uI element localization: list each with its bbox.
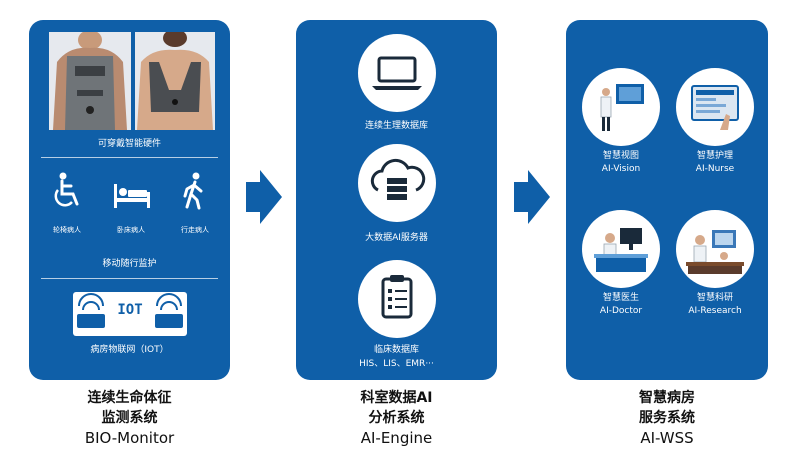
laptop-icon: [358, 34, 436, 112]
caption-line: 科室数据AI: [360, 390, 433, 406]
ai-engine-panel: 连续生理数据库 大数据AI服务器 临床数据库 HIS、LIS、EMR···: [296, 20, 497, 380]
caption-bio-monitor: 连续生命体征 监测系统 BIO-Monitor: [29, 388, 230, 448]
patient-label-bed: 卧床病人: [117, 226, 145, 234]
bio-monitor-panel: 可穿戴智能硬件 轮椅病人 卧床病人 行走病人 移动随行监护: [29, 20, 230, 380]
ai-wss-panel: 智慧视图 AI-Vision 智慧护理 AI-Nurse 智慧医生 AI-Doc…: [566, 20, 768, 380]
caption-ai-wss: 智慧病房 服务系统 AI-WSS: [566, 388, 768, 448]
cloud-server-icon: [358, 144, 436, 222]
caption-english: BIO-Monitor: [84, 429, 175, 447]
his-lis-emr-label: HIS、LIS、EMR···: [359, 359, 434, 369]
wss-item-en: AI-Nurse: [695, 164, 735, 174]
patient-label-wheelchair: 轮椅病人: [53, 226, 81, 234]
walking-person-icon: [179, 172, 209, 210]
clipboard-checklist-icon: [358, 260, 436, 338]
engine-item-label: 连续生理数据库: [364, 121, 428, 131]
iot-label: 病房物联网（IOT）: [90, 345, 169, 355]
caption-line: 智慧病房: [639, 390, 695, 406]
engine-item-label: 临床数据库: [373, 345, 419, 355]
wss-item-en: AI-Doctor: [599, 306, 643, 316]
wss-item-cn: 智慧护理: [696, 151, 733, 161]
wss-item-cn: 智慧科研: [696, 293, 733, 303]
research-lab-icon: [676, 210, 754, 288]
divider: [41, 278, 218, 279]
iot-device-panel: IOT: [73, 292, 187, 336]
caption-line: 分析系统: [368, 410, 425, 426]
wss-item-cn: 智慧视图: [602, 151, 639, 161]
doctor-desk-icon: [582, 210, 660, 288]
vest-photo-left: [49, 32, 131, 130]
wss-item-en: AI-Vision: [601, 164, 641, 174]
hardware-label: 可穿戴智能硬件: [97, 139, 161, 149]
caption-english: AI-Engine: [360, 429, 433, 447]
caption-ai-engine: 科室数据AI 分析系统 AI-Engine: [296, 388, 497, 448]
flow-arrow-icon: [514, 170, 550, 224]
mobile-monitor-label: 移动随行监护: [102, 259, 157, 269]
flow-arrow-icon: [246, 170, 282, 224]
caption-line: 连续生命体征: [87, 390, 172, 406]
iot-badge: IOT: [117, 302, 143, 318]
vision-presentation-icon: [582, 68, 660, 146]
nurse-screen-icon: [676, 68, 754, 146]
bed-icon: [112, 180, 152, 210]
caption-english: AI-WSS: [640, 429, 694, 447]
vest-photo-right: [135, 32, 215, 130]
caption-line: 服务系统: [639, 410, 695, 426]
wss-item-cn: 智慧医生: [602, 293, 639, 303]
wss-item-en: AI-Research: [688, 306, 742, 316]
caption-line: 监测系统: [101, 410, 158, 426]
engine-item-label: 大数据AI服务器: [365, 233, 428, 243]
patient-label-walking: 行走病人: [181, 226, 209, 234]
divider: [41, 157, 218, 158]
wheelchair-icon: [51, 172, 83, 210]
